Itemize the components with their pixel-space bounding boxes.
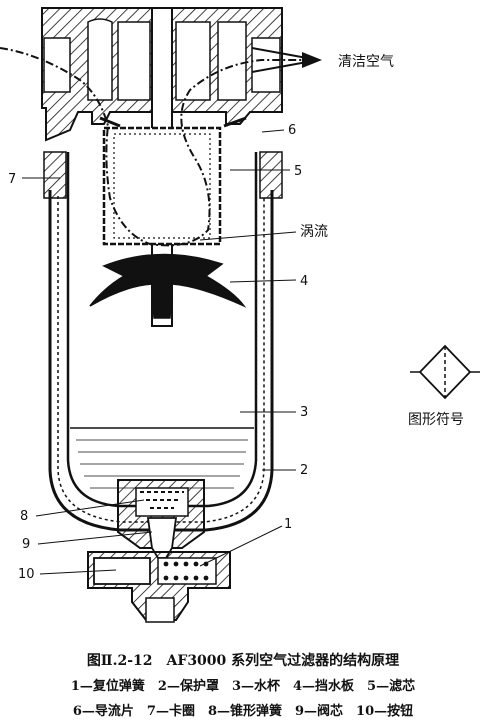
label-symbol: 图形符号: [408, 412, 464, 428]
figure-caption-title: 图Ⅱ.2-12 AF3000 系列空气过滤器的结构原理: [86, 653, 400, 669]
cone-spring: [140, 491, 184, 509]
label-n6: 6: [288, 123, 296, 138]
graphic-symbol: [410, 344, 480, 400]
label-n3: 3: [300, 405, 308, 420]
figure-legend-line-2: 6—导流片 7—卡圈 8—锥形弹簧 9—阀芯 10—按钮: [72, 704, 414, 719]
button-assembly: [87, 551, 231, 623]
filter-diagram: 清洁空气 涡流 图形符号 6 7 5 4 3 2 8 1 9 10: [0, 7, 480, 623]
label-n2: 2: [300, 463, 308, 478]
label-eddy: 涡流: [300, 224, 328, 240]
label-n8: 8: [20, 509, 28, 524]
label-n4: 4: [300, 274, 308, 289]
airflow-path: [0, 47, 322, 247]
filter-element: [102, 126, 222, 246]
label-n10: 10: [18, 567, 35, 582]
label-n1: 1: [284, 517, 292, 532]
clamp-ring: [43, 151, 283, 199]
label-n7: 7: [8, 172, 16, 187]
label-n9: 9: [22, 537, 30, 552]
water-baffle: [89, 253, 247, 319]
label-clean-air: 清洁空气: [338, 54, 394, 70]
label-n5: 5: [294, 164, 302, 179]
button: [93, 557, 151, 585]
return-spring: [163, 561, 209, 581]
deflector: [99, 116, 247, 128]
leader-lines: [22, 129, 297, 575]
water-hatching: [76, 439, 248, 489]
figure-legend-line-1: 1—复位弹簧 2—保护罩 3—水杯 4—挡水板 5—滤芯: [70, 679, 416, 694]
drain-valve: [117, 479, 205, 559]
